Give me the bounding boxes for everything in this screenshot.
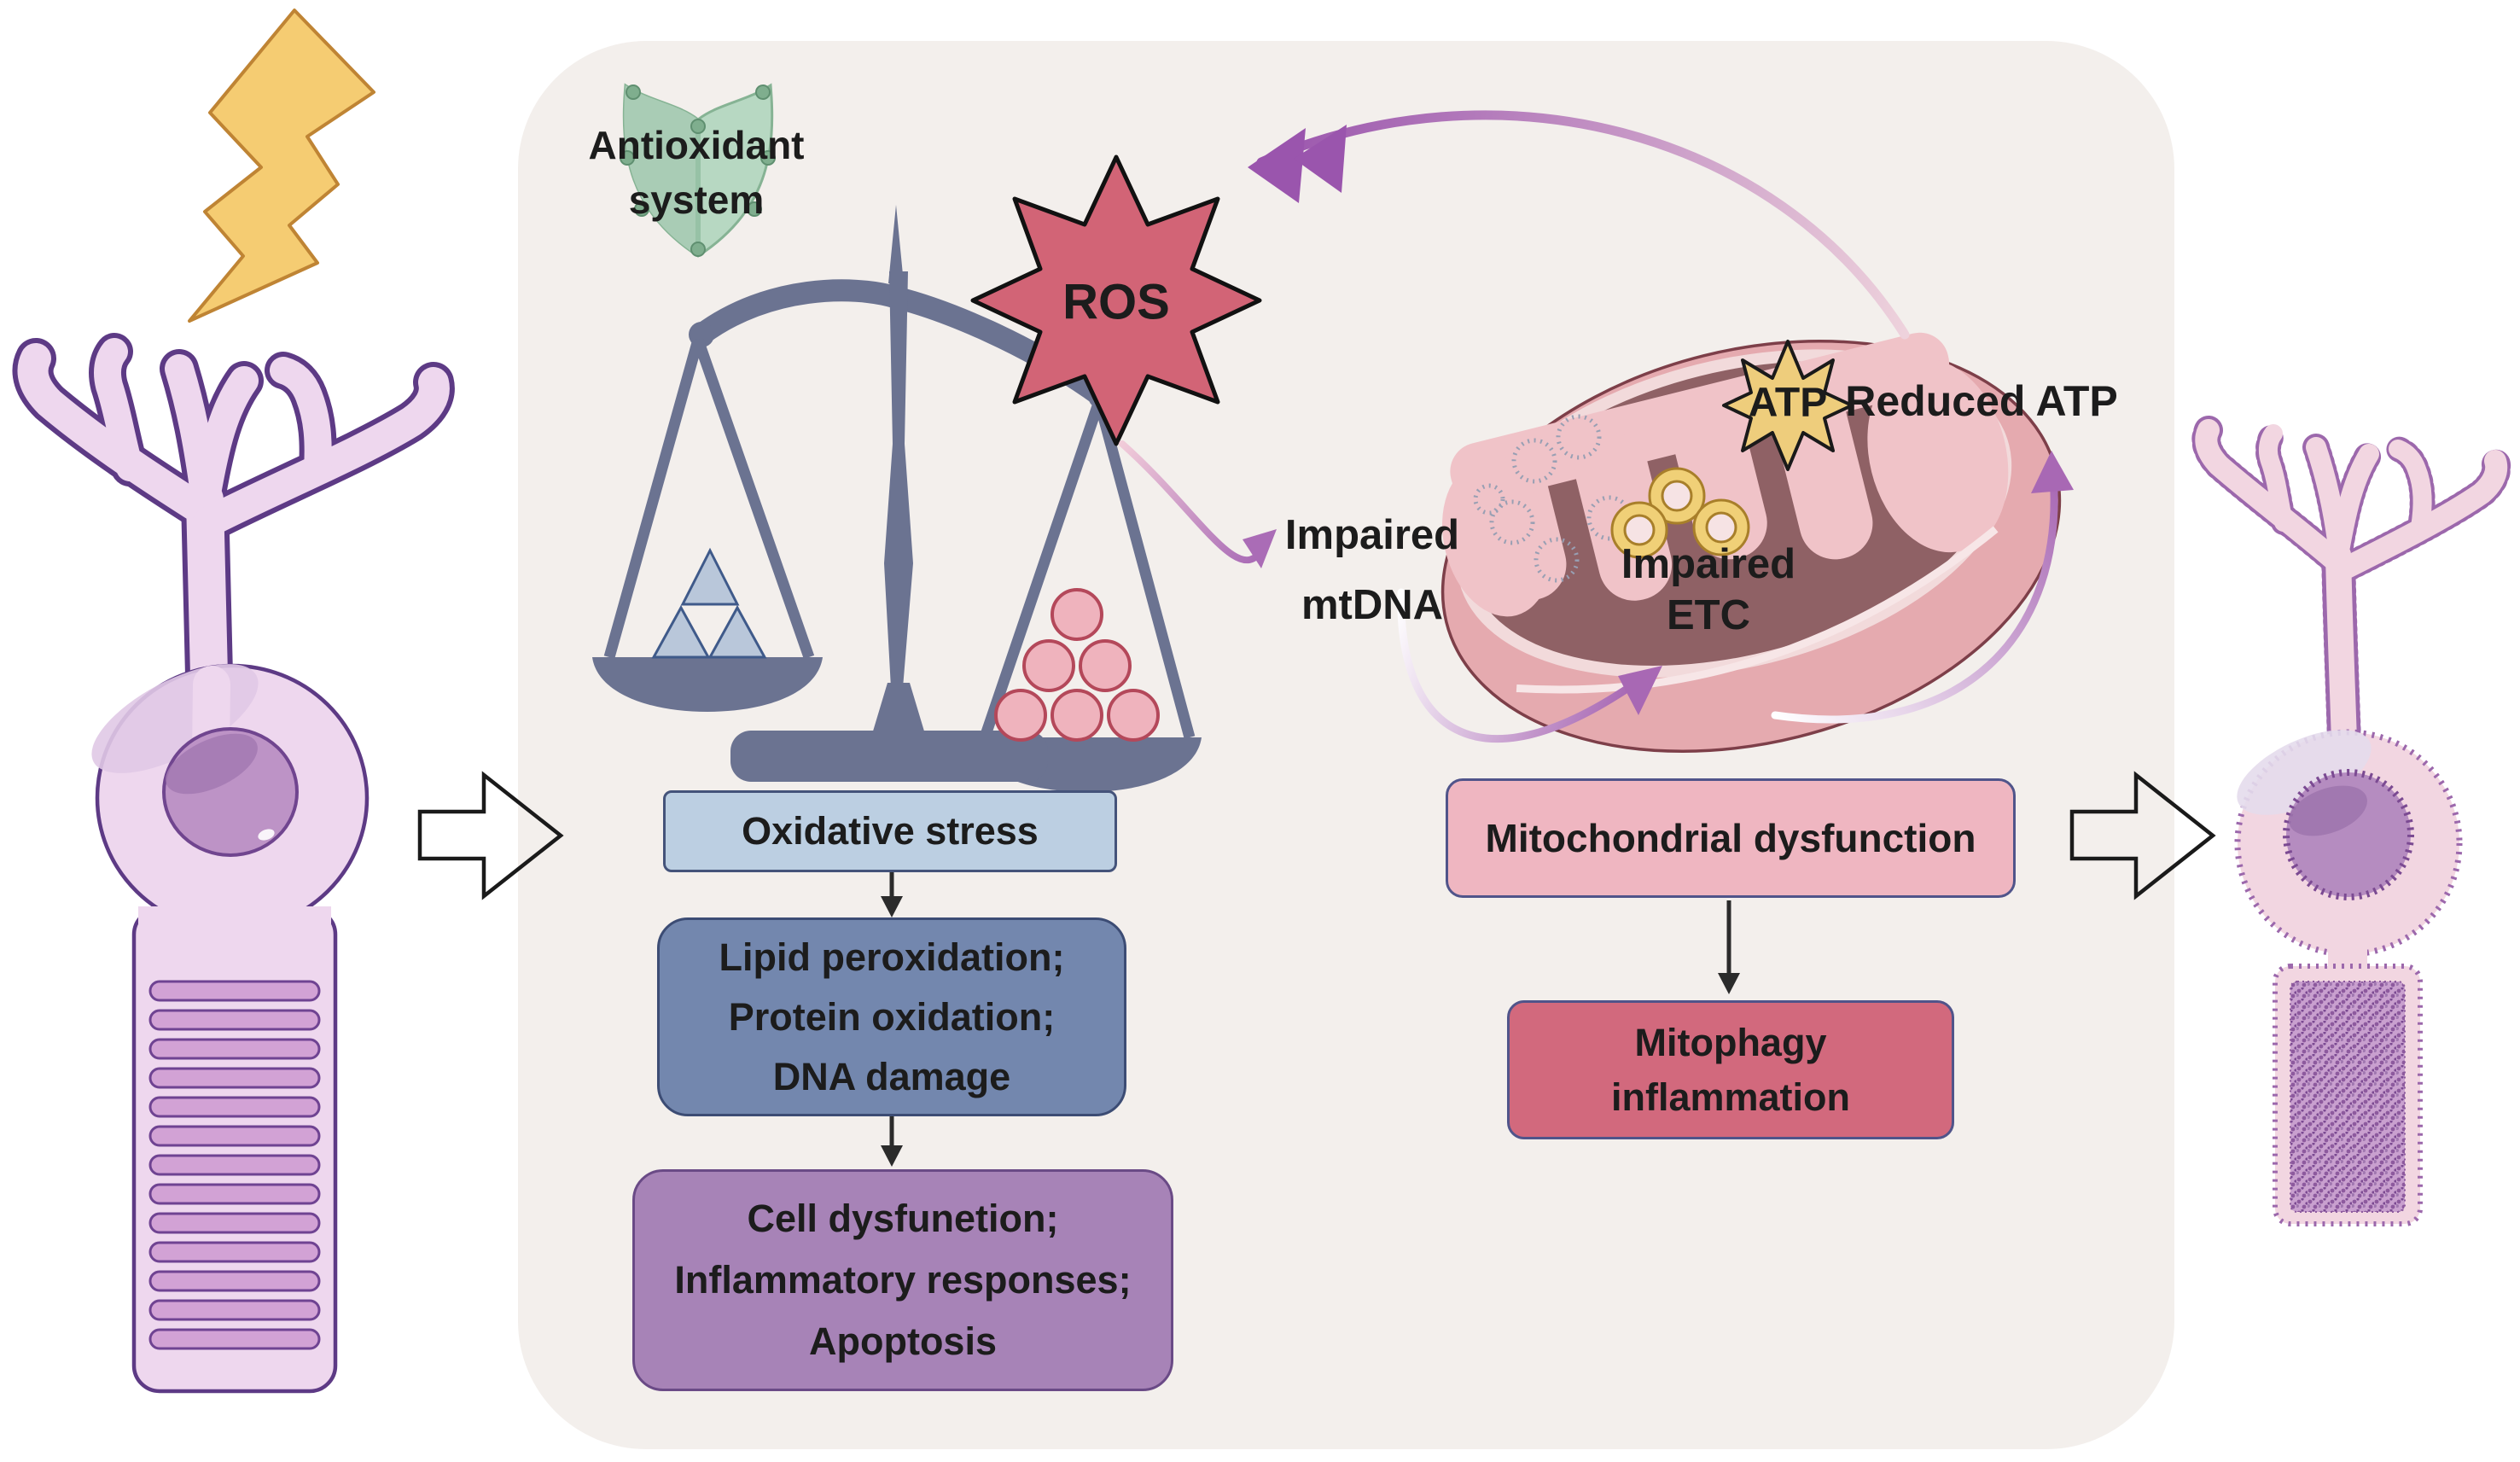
transition-arrow-left: [417, 771, 564, 900]
arrow-to-reduced-atp: [1771, 451, 2074, 724]
impaired-etc-label: Impaired ETC: [1621, 541, 1796, 638]
atp-burst-icon: [1722, 340, 1854, 471]
atp-label: ATP: [1748, 380, 1828, 426]
oxidative-stress-box: Oxidative stress: [663, 790, 1117, 872]
damaged-cell-degenerated-lamellae: [2290, 981, 2406, 1213]
balance-scale-icon: [592, 205, 1202, 792]
damaged-hair-cell: [2191, 416, 2511, 1226]
ros-label: ROS: [1062, 274, 1170, 330]
arrow-ros-to-mtdna: [1119, 440, 1277, 568]
shield-icon: [620, 83, 776, 258]
transition-arrow-right: [2069, 771, 2216, 900]
etc-rings-icon: [1610, 467, 1750, 559]
arrow-into-mitochondrion: [1397, 588, 1662, 743]
antioxidant-system-label: Antioxidant system: [588, 123, 805, 222]
ros-weights-circles: [994, 588, 1160, 742]
flow-connectors: [881, 872, 1740, 1167]
mitochondrial-dysfunction-box: Mitochondrial dysfunction: [1446, 778, 2016, 898]
reduced-atp-label: Reduced ATP: [1845, 377, 2118, 425]
oxidative-damage-box: Lipid peroxidation; Protein oxidation; D…: [657, 917, 1126, 1116]
antioxidant-weights-triangles: [651, 547, 767, 659]
feedback-arrow-mito-to-ros: [1248, 110, 1910, 340]
mitophagy-inflammation-box: Mitophagy inflammation: [1507, 1000, 1954, 1139]
lightning-bolt-icon: [188, 9, 375, 323]
healthy-cell-lamellae: [148, 980, 321, 1350]
cell-dysfunction-box: Cell dysfunetion; Inflammatory responses…: [632, 1169, 1173, 1391]
ros-starburst-icon: [970, 154, 1262, 446]
healthy-hair-cell: [12, 333, 455, 1394]
impaired-mtdna-label: Impaired mtDNA: [1284, 512, 1460, 628]
